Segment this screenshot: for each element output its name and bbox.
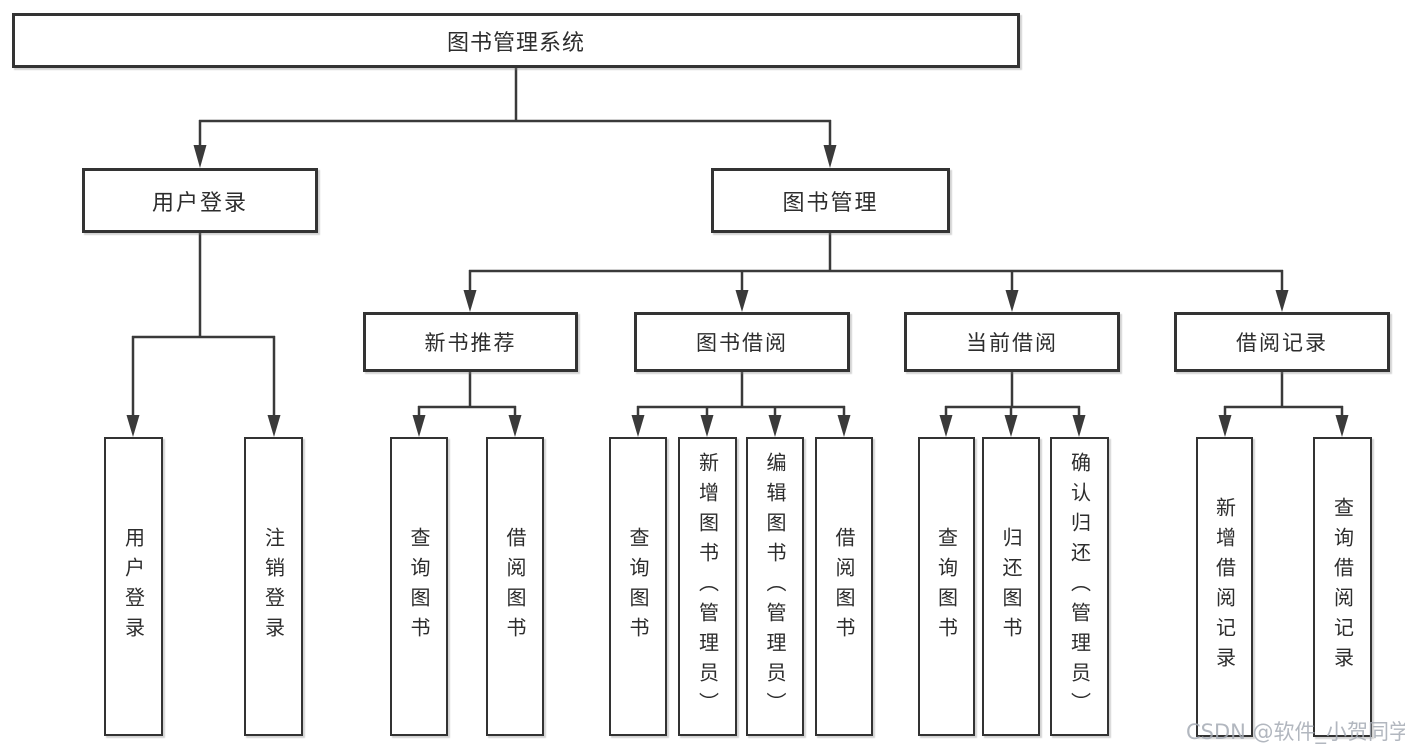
leaf-query-borrow-record: 查询借阅记录: [1313, 437, 1372, 737]
leaf-user-login: 用户登录: [104, 437, 163, 736]
leaf-borrow-book: 借阅图书: [815, 437, 873, 736]
leaf-edit-book-admin: 编辑图书（管理员）: [746, 437, 804, 736]
leaf-confirm-return-admin: 确认归还（管理员）: [1050, 437, 1109, 736]
csdn-watermark: CSDN @软件_小贺同学: [1186, 720, 1405, 744]
leaf-add-borrow-record: 新增借阅记录: [1196, 437, 1253, 737]
leaf-current-query-book: 查询图书: [918, 437, 975, 736]
node-new-book-recommend: 新书推荐: [363, 312, 578, 372]
node-user-login: 用户登录: [82, 168, 318, 233]
leaf-recommend-query-book: 查询图书: [390, 437, 448, 736]
node-book-borrow: 图书借阅: [634, 312, 850, 372]
node-book-management: 图书管理: [711, 168, 950, 233]
leaf-borrow-query-book: 查询图书: [609, 437, 667, 736]
node-root: 图书管理系统: [12, 13, 1020, 68]
leaf-return-book: 归还图书: [982, 437, 1040, 736]
node-borrow-record: 借阅记录: [1174, 312, 1390, 372]
leaf-logout: 注销登录: [244, 437, 303, 736]
leaf-recommend-borrow-book: 借阅图书: [486, 437, 544, 736]
node-current-borrow: 当前借阅: [904, 312, 1120, 372]
leaf-add-book-admin: 新增图书（管理员）: [678, 437, 737, 736]
